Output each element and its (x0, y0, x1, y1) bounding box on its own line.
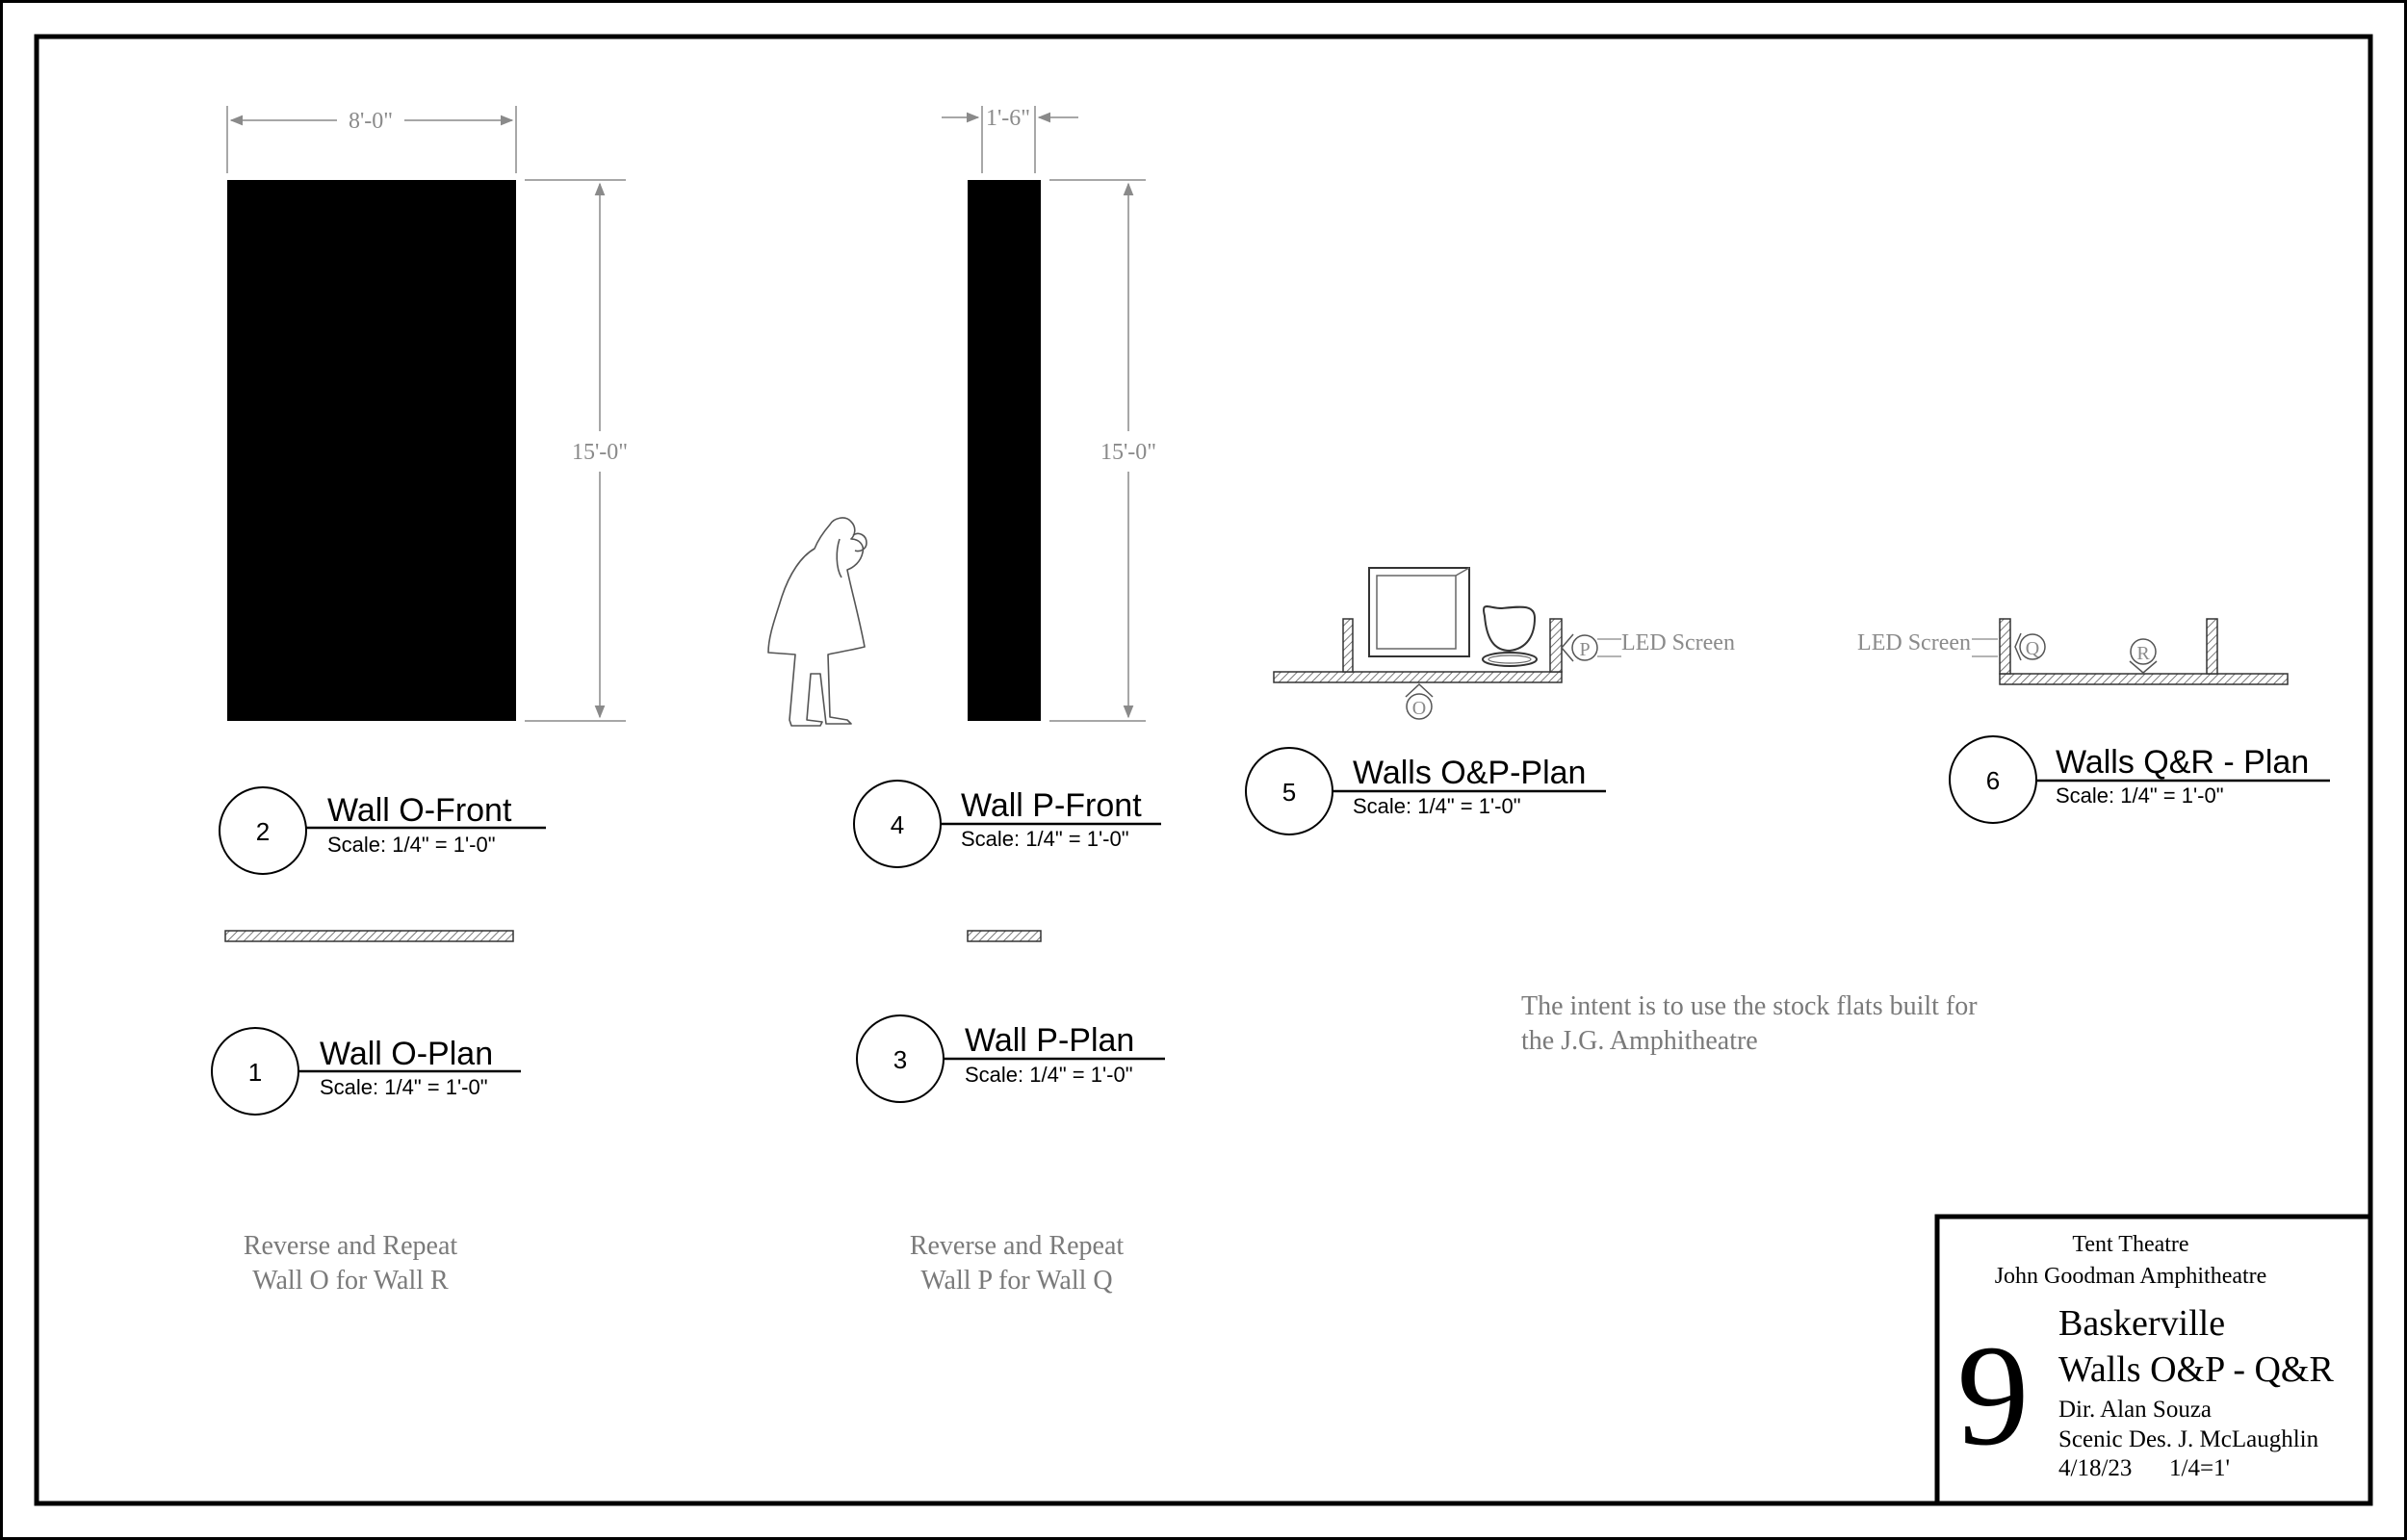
led-screen-label: LED Screen (1621, 630, 1735, 655)
drawing-title: Walls O&P - Q&R (2058, 1349, 2334, 1390)
wall-q-plan-stub (1999, 618, 2011, 675)
designer-credit: Scenic Des. J. McLaughlin (2058, 1426, 2319, 1452)
intent-note-line-1: The intent is to use the stock flats bui… (1521, 991, 1978, 1021)
section-marker-r: R (2129, 638, 2158, 674)
callout-title: Wall O-Plan (320, 1036, 493, 1072)
wall-o-width-dimension: 8'-0" (349, 109, 393, 134)
inner-border (34, 34, 2373, 1506)
wall-p-plan-stub (1549, 618, 1563, 673)
drawing-scale: 1/4=1' (2169, 1455, 2230, 1481)
callout-wall-p-plan: 3 Wall P-Plan Scale: 1/4" = 1'-0" (856, 1014, 1165, 1103)
section-marker-p: P (1561, 633, 1598, 662)
callout-title: Walls Q&R - Plan (2056, 744, 2309, 781)
reverse-note-o-line-2: Wall O for Wall R (252, 1266, 449, 1296)
company-name: Tent Theatre (2072, 1232, 2188, 1257)
callout-wall-o-plan: 1 Wall O-Plan Scale: 1/4" = 1'-0" (211, 1027, 521, 1116)
callout-scale: Scale: 1/4" = 1'-0" (2056, 783, 2224, 808)
callout-number: 6 (1986, 766, 2000, 795)
reverse-note-p-line-2: Wall P for Wall Q (920, 1266, 1112, 1296)
side-chair (1483, 605, 1537, 653)
show-title: Baskerville (2058, 1303, 2225, 1344)
wall-r-plan-stub (2206, 618, 2218, 675)
callout-scale: Scale: 1/4" = 1'-0" (965, 1063, 1133, 1087)
platform-section (1273, 671, 1563, 683)
callout-number: 5 (1282, 778, 1296, 807)
callout-title: Walls O&P-Plan (1353, 755, 1586, 791)
venue-name: John Goodman Amphitheatre (1995, 1264, 2267, 1289)
section-marker-q: Q (2014, 632, 2046, 661)
wall-o-front-elevation: 8'-0" 15'-0" (226, 106, 628, 722)
callout-scale: Scale: 1/4" = 1'-0" (961, 827, 1129, 851)
platform-section (1999, 673, 2289, 685)
callout-scale: Scale: 1/4" = 1'-0" (320, 1075, 488, 1099)
walls-op-plan-drawing: O P LED Screen (1273, 567, 1735, 720)
callout-title: Wall O-Front (327, 792, 512, 829)
wall-o-plan-section (224, 930, 514, 942)
callout-scale: Scale: 1/4" = 1'-0" (1353, 794, 1521, 818)
callout-number: 2 (256, 817, 270, 846)
callout-number: 1 (248, 1058, 262, 1087)
callout-title: Wall P-Front (961, 787, 1142, 824)
callout-title: Wall P-Plan (965, 1022, 1134, 1059)
callout-wall-p-front: 4 Wall P-Front Scale: 1/4" = 1'-0" (853, 780, 1161, 868)
wall-p-height-dimension: 15'-0" (1100, 440, 1156, 465)
section-marker-o: O (1405, 682, 1434, 720)
human-figure-silhouette (767, 517, 867, 727)
callout-walls-qr-plan: 6 Walls Q&R - Plan Scale: 1/4" = 1'-0" (1949, 735, 2330, 824)
wall-o-height-dimension: 15'-0" (572, 440, 628, 465)
callout-wall-o-front: 2 Wall O-Front Scale: 1/4" = 1'-0" (219, 786, 546, 875)
wall-p-front-elevation: 1'-6" 15'-0" (942, 106, 1156, 722)
intent-note-line-2: the J.G. Amphitheatre (1521, 1026, 1758, 1056)
reverse-note-o-line-1: Reverse and Repeat (244, 1231, 458, 1261)
svg-text:O: O (1412, 698, 1426, 719)
title-block: Tent Theatre John Goodman Amphitheatre 9… (1934, 1214, 2373, 1506)
drawing-date: 4/18/23 (2058, 1455, 2132, 1481)
callout-number: 4 (891, 810, 904, 839)
armchair (1368, 567, 1470, 657)
wall-o-flat (227, 180, 516, 721)
svg-text:Q: Q (2026, 638, 2040, 659)
wall-p-width-dimension: 1'-6" (986, 106, 1030, 131)
wall-p-flat (968, 180, 1041, 721)
led-screen-label: LED Screen (1857, 630, 1971, 655)
svg-text:P: P (1579, 639, 1590, 660)
wall-o-plan-stub (1342, 618, 1354, 673)
walls-qr-plan-drawing: Q R LED Screen (1857, 618, 2289, 685)
sheet-number: 9 (1957, 1316, 2030, 1476)
callout-walls-op-plan: 5 Walls O&P-Plan Scale: 1/4" = 1'-0" (1245, 747, 1606, 835)
svg-text:R: R (2136, 643, 2150, 664)
callout-number: 3 (893, 1045, 907, 1074)
reverse-note-p-line-1: Reverse and Repeat (910, 1231, 1125, 1261)
wall-p-plan-section (967, 930, 1042, 942)
director-credit: Dir. Alan Souza (2058, 1397, 2212, 1423)
callout-scale: Scale: 1/4" = 1'-0" (327, 833, 496, 857)
